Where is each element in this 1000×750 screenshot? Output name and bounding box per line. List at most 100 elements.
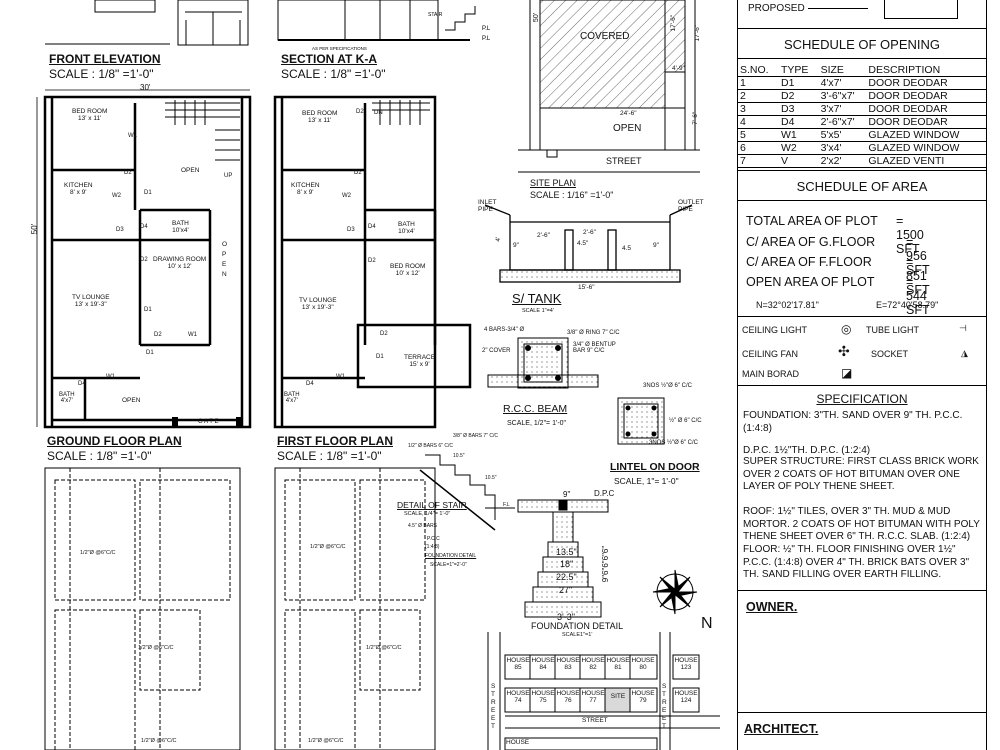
beam-note: 3/8" Ø RING 7" C/C	[567, 330, 620, 336]
socket-icon: ◮	[961, 348, 968, 358]
opening-tag: D1	[144, 190, 152, 196]
room-label: OPEN	[181, 167, 200, 174]
area-row: TOTAL AREA OF PLOT = 1500 SFT	[746, 214, 924, 256]
stair-note: 4.5" Ø BARS	[408, 523, 438, 529]
table-header-row: S.NO. TYPE SIZE DESCRIPTION	[738, 64, 986, 77]
cell: D1	[779, 76, 819, 90]
cell: 1	[738, 76, 780, 90]
architect-label: ARCHITECT.	[744, 722, 819, 736]
tank-dim: 4.5"	[577, 240, 589, 247]
opening-tag: D2	[154, 332, 162, 338]
tank-dim: 9"	[513, 242, 519, 249]
spec-dpc: D.P.C. 1½"TH. D.P.C. (1:2:4)	[743, 445, 871, 456]
stair-note: FOUNDATION DETAIL	[425, 553, 477, 559]
tank-dim: 4.5	[622, 245, 632, 252]
rcc-beam	[487, 337, 599, 389]
cell: 3'x7'	[818, 102, 867, 116]
cell: GLAZED WINDOW	[866, 141, 986, 155]
foundation-section	[517, 499, 609, 618]
street-label-vertical: S T R E E T	[491, 683, 496, 730]
cell: GLAZED VENTI	[866, 154, 986, 168]
gate-post	[172, 417, 178, 427]
tank-title: S/ TANK	[512, 291, 562, 306]
opening-tag: D2	[124, 170, 132, 176]
section-scale: SCALE : 1/8" =1'-0"	[281, 67, 386, 81]
opening-tag: W2	[342, 193, 351, 199]
front-elevation-scale: SCALE : 1/8" =1'-0"	[49, 67, 154, 81]
lintel-title: LINTEL ON DOOR	[610, 461, 700, 473]
foundation-title: FOUNDATION DETAIL	[531, 621, 624, 631]
tank-dim: 4'	[495, 236, 503, 242]
opening-tag: W1	[188, 332, 197, 338]
tank-scale: SCALE 1"=4'	[522, 308, 554, 314]
stair-mark: STAIR	[428, 12, 443, 18]
foundation-dim: 9"6"6"6"6"	[601, 545, 611, 583]
first-plan-title: FIRST FLOOR PLAN	[277, 434, 393, 448]
cell: DOOR DEODAR	[866, 89, 986, 103]
divider	[738, 28, 986, 29]
slab-reinforcement-label: 1/2"Ø @6"C/C	[366, 645, 402, 651]
opening-tag: DN	[374, 110, 383, 116]
stair-note: SCALE=1"=2'-0"	[430, 562, 467, 568]
opening-tag: D4	[78, 381, 86, 387]
cell: D4	[779, 115, 819, 129]
location-map	[487, 632, 720, 750]
opening-tag: D3	[116, 227, 124, 233]
stair-note: (1:4:8)	[425, 544, 440, 550]
opening-tag: D2	[356, 109, 364, 115]
cell: 2'x2'	[818, 154, 867, 168]
proposed-swatch	[884, 0, 958, 19]
opening-tag: D2	[140, 257, 148, 263]
legend-socket: SOCKET	[871, 349, 909, 359]
spec-roof: ROOF: 1½" TILES, OVER 3" TH. MUD & MUD M…	[743, 506, 980, 542]
pl-mark-2: P.L	[482, 36, 491, 42]
column-header: SIZE	[818, 64, 867, 77]
divider	[738, 58, 986, 59]
cell: 2'-6"x7'	[818, 115, 867, 129]
slab-reinforcement-label: 1/2"Ø @6"C/C	[141, 738, 177, 744]
lintel-section	[617, 397, 665, 445]
stair-up-label: UP	[224, 173, 233, 179]
spec-floor: FLOOR: ½" TH. FLOOR FINISHING OVER 1½" P…	[743, 544, 970, 580]
foundation-dim: 9"	[563, 490, 571, 499]
ground-plan-title: GROUND FLOOR PLAN	[47, 434, 182, 448]
area-row: C/ AREA OF F.FLOOR = 851 SFT	[746, 255, 930, 297]
cell: 7	[738, 154, 780, 168]
beam-scale: SCALE, 1/2"= 1'-0"	[507, 420, 567, 427]
title-block-panel: PROPOSED SCHEDULE OF OPENING S.NO. TYPE …	[737, 0, 987, 750]
longitude: E=72°40'58.79"	[876, 300, 939, 310]
gate-label: G A T E	[198, 419, 219, 425]
opening-tag: W1	[336, 374, 345, 380]
stair-dim: 10.5"	[485, 475, 497, 481]
opening-tag: W2	[112, 193, 121, 199]
site-covered-label: COVERED	[580, 31, 630, 42]
foundation-scale: SCALE1"=1'	[562, 632, 593, 638]
tank-section	[484, 204, 693, 283]
stair-detail	[419, 454, 515, 531]
column-header: DESCRIPTION	[866, 64, 986, 77]
ground-plan-scale: SCALE : 1/8" =1'-0"	[47, 449, 152, 463]
section-view	[277, 0, 476, 41]
ceiling-light-icon: ◎	[841, 322, 852, 336]
section-note: AS PER SPECIFICATIONS	[312, 46, 367, 51]
foundation-dim: 27"	[559, 585, 573, 595]
legend-ceiling-fan: CEILING FAN	[742, 349, 799, 359]
opening-tag: D2	[380, 331, 388, 337]
room-label: OPEN	[122, 397, 141, 404]
first-floor-walls	[273, 95, 472, 429]
